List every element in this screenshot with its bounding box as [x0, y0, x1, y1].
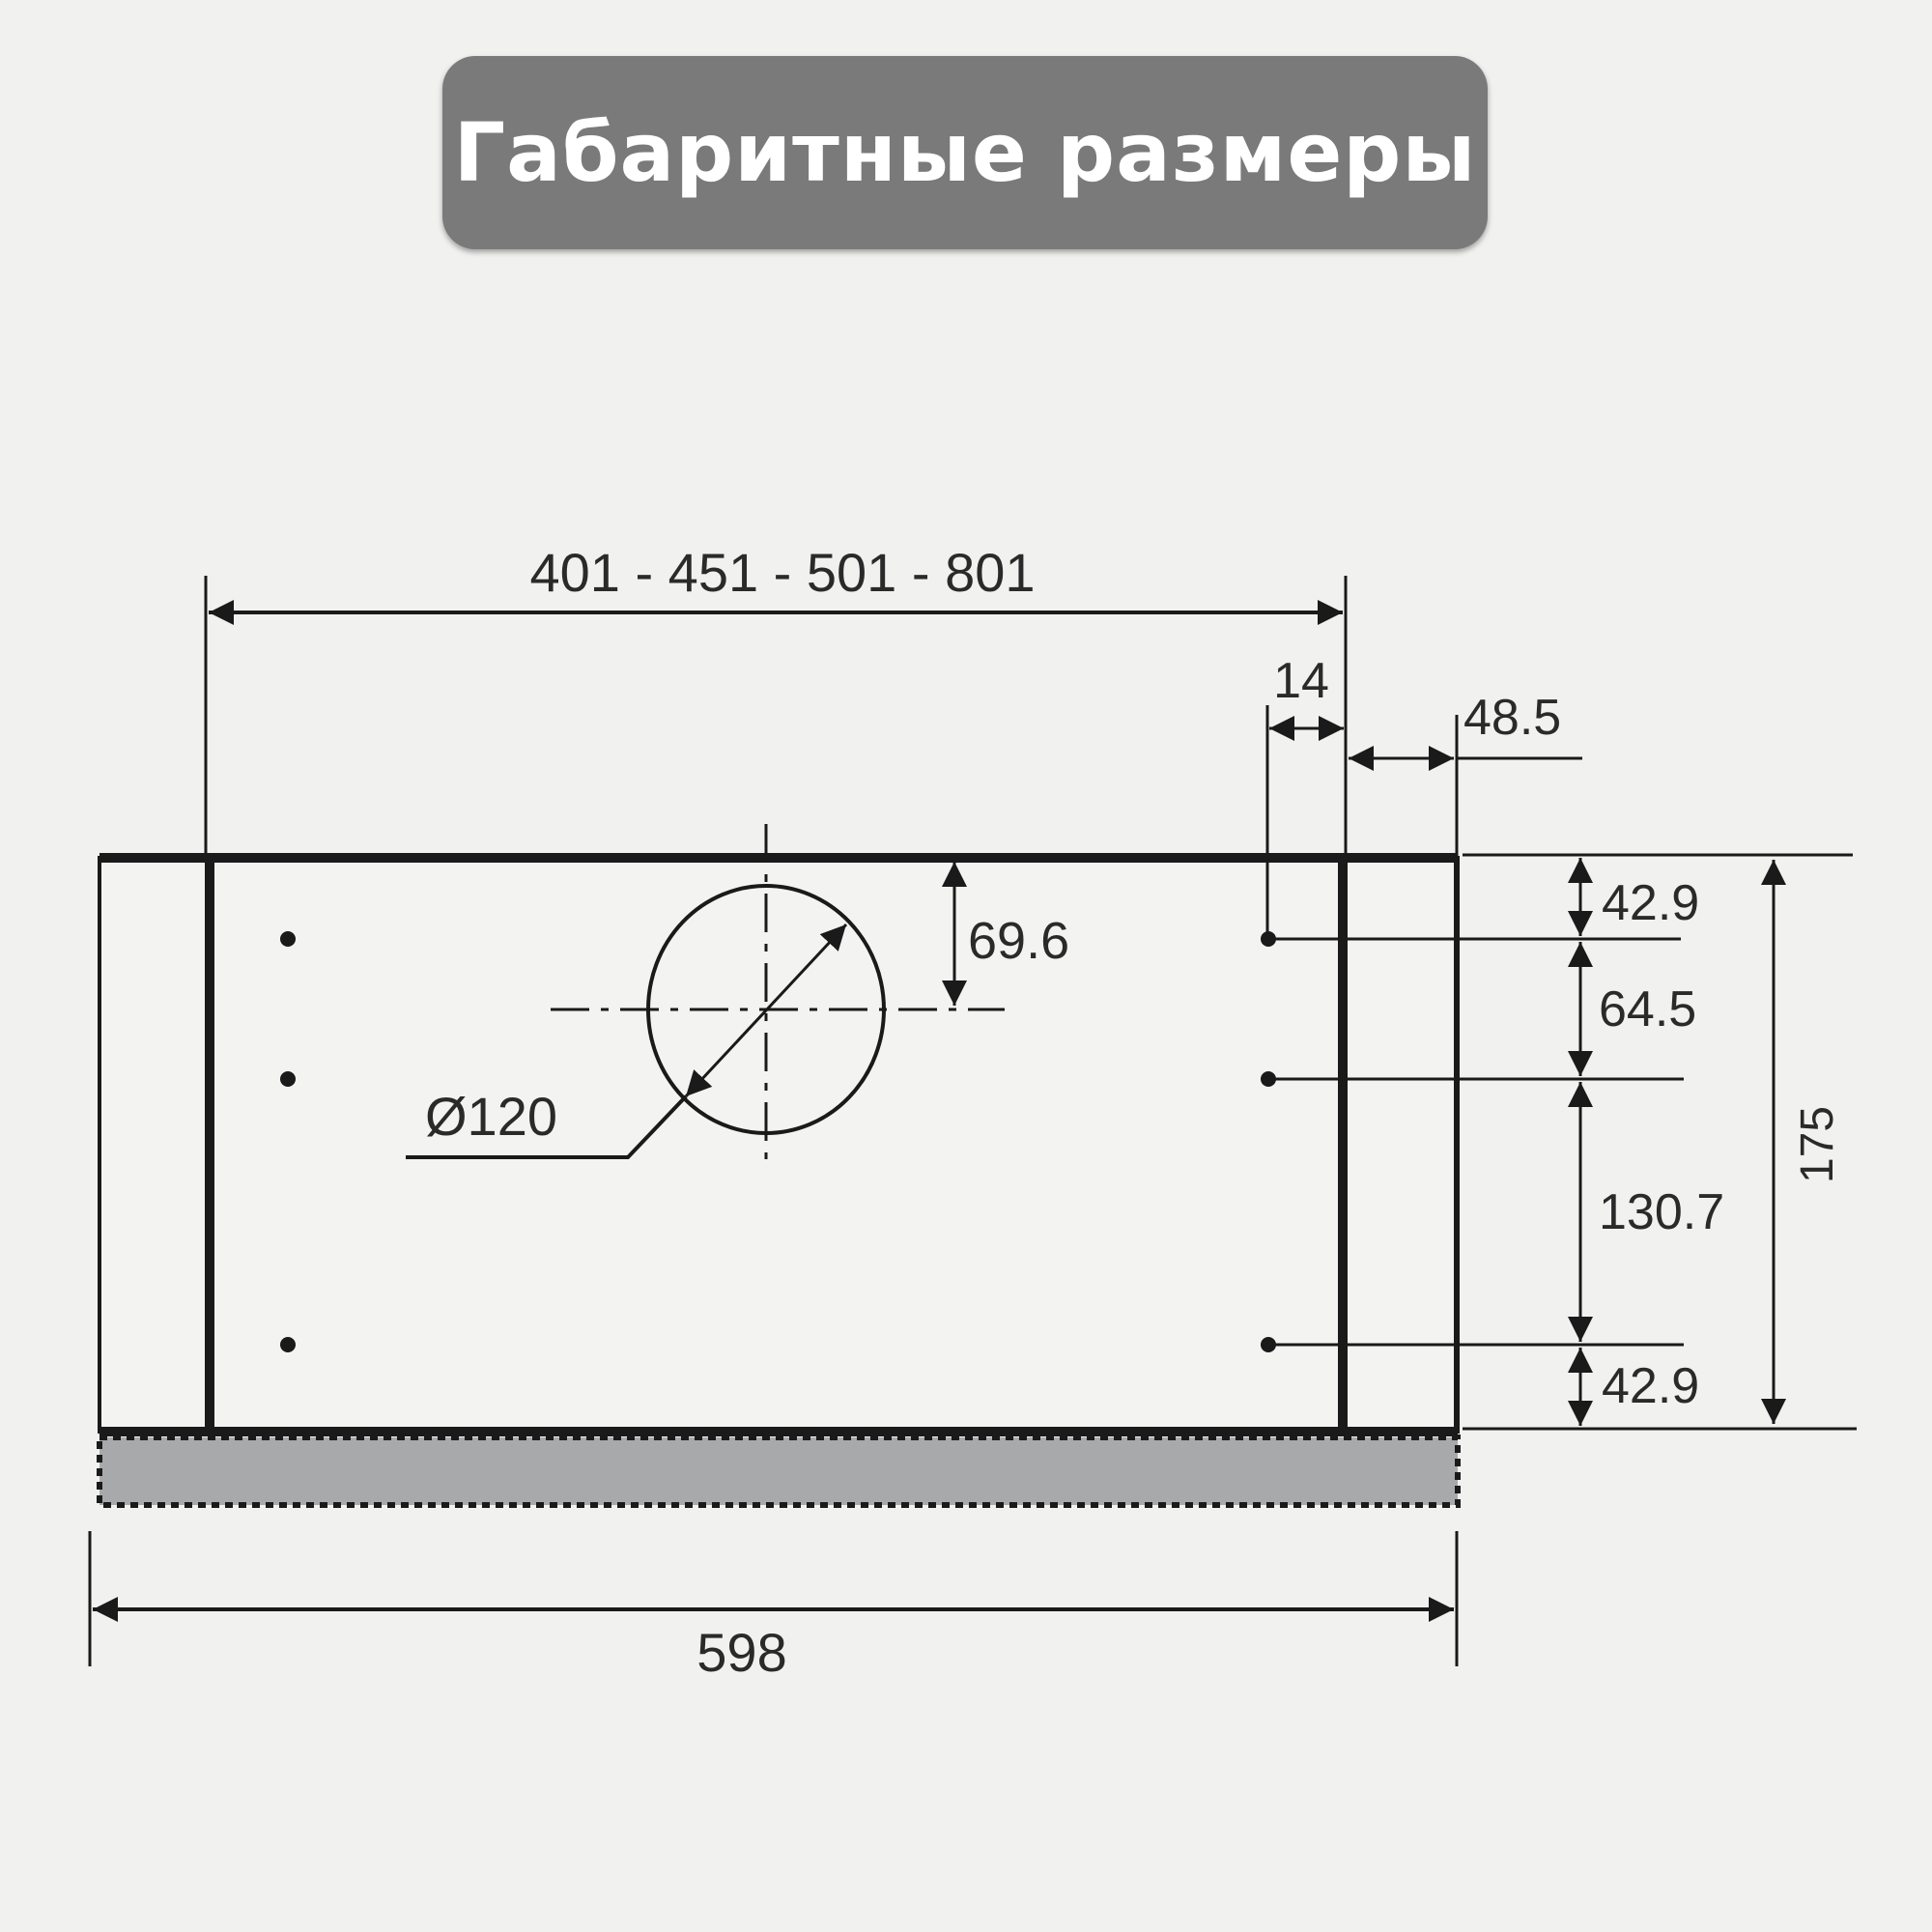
label-14: 14 — [1273, 653, 1329, 709]
label-69-6: 69.6 — [968, 912, 1069, 970]
bottom-dimension — [88, 1531, 1459, 1666]
label-598: 598 — [696, 1622, 786, 1683]
filter-panel — [97, 1435, 1461, 1508]
duct-outlet — [406, 824, 1005, 1159]
label-175: 175 — [1792, 1106, 1843, 1183]
title-badge: Габаритные размеры — [442, 56, 1488, 249]
label-64-5: 64.5 — [1599, 981, 1696, 1037]
label-130-7: 130.7 — [1599, 1184, 1724, 1240]
page-title: Габаритные размеры — [453, 105, 1477, 200]
label-inner-width: 401 - 451 - 501 - 801 — [529, 542, 1035, 603]
hood-housing — [98, 853, 1460, 1436]
label-diameter-120: Ø120 — [425, 1086, 557, 1147]
label-42-9-top: 42.9 — [1602, 875, 1699, 931]
label-48-5: 48.5 — [1463, 690, 1561, 746]
top-dimensions — [204, 576, 1582, 939]
mounting-holes — [280, 931, 1276, 1352]
right-dimensions — [1268, 853, 1857, 1431]
label-42-9-bottom: 42.9 — [1602, 1358, 1699, 1414]
